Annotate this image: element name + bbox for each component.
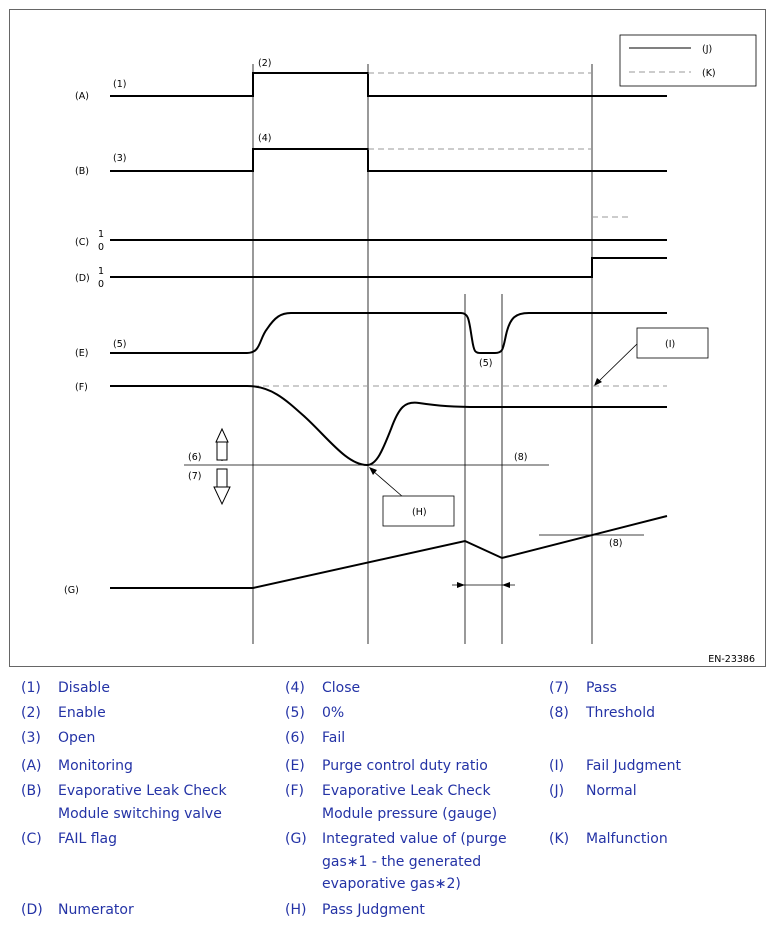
signal-label-g: (G) — [64, 585, 79, 596]
callout-i: (I) — [665, 339, 675, 350]
callout-6: (6) — [188, 452, 201, 463]
c-zero: 0 — [98, 242, 104, 253]
legend: (1)Disable (4)Close (7)Pass (2)Enable (5… — [21, 680, 681, 918]
signal-g-normal — [110, 515, 668, 589]
signal-g: (G) (8) — [64, 515, 668, 596]
callout-8-threshold: (8) — [609, 538, 622, 549]
signal-d: (D) 1 0 — [75, 257, 667, 290]
fail-judgment-box — [636, 327, 709, 359]
signal-f-normal — [110, 385, 667, 467]
callout-1: (1) — [113, 79, 126, 90]
pass-judgment-callout: (H) — [369, 467, 455, 527]
signal-e: (E) (5) (5) — [75, 312, 667, 369]
pass-direction-arrow — [213, 486, 231, 506]
signal-a: (A) (1) (2) — [75, 58, 667, 102]
signal-b-normal — [110, 148, 667, 172]
pass-judgment-leader — [372, 470, 404, 498]
callout-h: (H) — [412, 507, 427, 518]
signal-label-f: (F) — [75, 382, 88, 393]
fail-judgment-callout: (I) — [594, 327, 709, 386]
line-style-legend: (J) (K) — [619, 34, 757, 87]
callout-4: (4) — [258, 133, 271, 144]
signal-label-a: (A) — [75, 91, 89, 102]
fail-judgment-arrowhead — [594, 378, 602, 386]
signal-label-d: (D) — [75, 273, 90, 284]
fail-judgment-leader — [597, 343, 638, 383]
timing-diagram: (J) (K) (A) (1) (2) (B) (3) (4) (C) 1 0 … — [9, 9, 766, 667]
legend-label-k: (K) — [702, 68, 716, 79]
c-one: 1 — [98, 229, 104, 240]
legend-label-j: (J) — [702, 44, 712, 55]
time-markers — [252, 64, 593, 644]
signal-label-e: (E) — [75, 348, 88, 359]
signal-d-normal — [110, 257, 667, 278]
callout-5-zero: (5) — [479, 358, 492, 369]
signal-b: (B) (3) (4) — [75, 133, 667, 177]
d-zero: 0 — [98, 279, 104, 290]
callout-7: (7) — [188, 471, 201, 482]
signal-label-c: (C) — [75, 237, 89, 248]
signal-a-normal — [110, 72, 667, 97]
callout-3: (3) — [113, 153, 126, 164]
fail-arrow-shaft — [216, 441, 228, 461]
signal-e-normal — [110, 312, 667, 354]
pass-arrow-shaft — [216, 468, 228, 488]
callout-8: (8) — [514, 452, 527, 463]
signal-c: (C) 1 0 — [75, 216, 667, 253]
signal-label-b: (B) — [75, 166, 89, 177]
diagram-frame — [9, 9, 766, 667]
pass-judgment-box — [382, 495, 455, 527]
line-style-legend-box — [619, 34, 757, 87]
callout-2: (2) — [258, 58, 271, 69]
interval-arrow-left — [457, 582, 465, 588]
interval-arrow-right — [502, 582, 510, 588]
d-one: 1 — [98, 266, 104, 277]
callout-5: (5) — [113, 339, 126, 350]
pass-judgment-arrowhead — [369, 467, 377, 475]
figure-id: EN-23386 — [708, 654, 755, 665]
signal-f: (F) (6) (7) (8) — [75, 382, 667, 506]
